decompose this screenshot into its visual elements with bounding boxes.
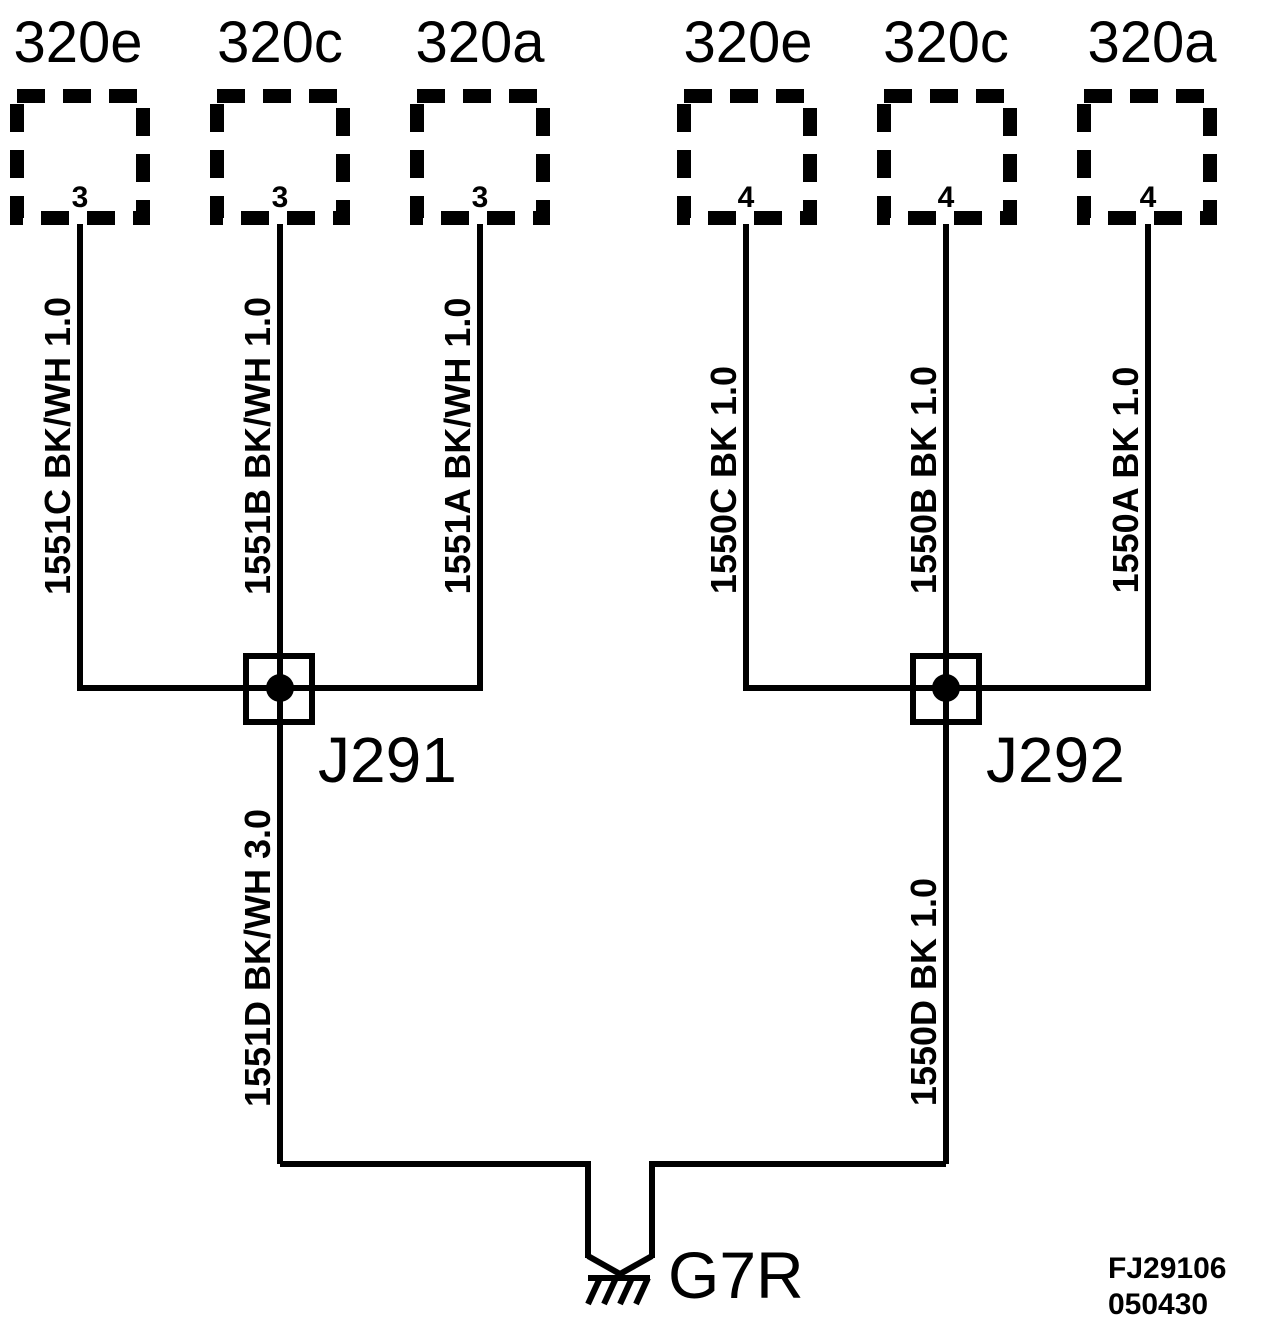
wire-label-1551a: 1551A BK/WH 1.0 — [437, 298, 478, 595]
wire-label-1550d: 1550D BK 1.0 — [903, 878, 944, 1106]
junction-label-j291: J291 — [318, 724, 457, 796]
pin-number: 4 — [1140, 181, 1157, 214]
pin-number: 4 — [738, 181, 755, 214]
wire-label-1550a: 1550A BK 1.0 — [1105, 367, 1146, 594]
pin-number: 3 — [272, 181, 289, 214]
figure-code-line1: FJ29106 — [1108, 1252, 1226, 1285]
wire-label-1551c: 1551C BK/WH 1.0 — [37, 297, 78, 595]
ground-icon — [585, 1253, 654, 1306]
connector-name-320c-right: 320c — [883, 10, 1009, 75]
connector-box-320a-right — [1077, 89, 1217, 225]
connector-name-320e-right: 320e — [683, 10, 812, 75]
wire-ground-left — [280, 1161, 591, 1258]
wire-label-1550c: 1550C BK 1.0 — [703, 366, 744, 594]
figure-code-line2: 050430 — [1108, 1288, 1208, 1321]
splice-dot-icon — [932, 674, 960, 702]
ground-label: G7R — [668, 1238, 804, 1312]
connector-box-320a-left — [410, 89, 550, 225]
pin-number: 3 — [72, 181, 89, 214]
wire-label-1551d: 1551D BK/WH 3.0 — [237, 809, 278, 1107]
connector-box-320e-right — [677, 89, 817, 225]
pin-number: 4 — [938, 181, 955, 214]
wire-label-1551b: 1551B BK/WH 1.0 — [237, 297, 278, 595]
splice-dot-icon — [266, 674, 294, 702]
connector-box-320c-right — [877, 89, 1017, 225]
connector-name-320a-left: 320a — [415, 10, 545, 75]
connector-name-320c-left: 320c — [217, 10, 343, 75]
pin-number: 3 — [472, 181, 489, 214]
connector-box-320c-left — [210, 89, 350, 225]
connector-name-320a-right: 320a — [1087, 10, 1217, 75]
wire-ground-right — [649, 1161, 946, 1258]
wire-label-1550b: 1550B BK 1.0 — [903, 366, 944, 594]
connector-box-320e-left — [10, 89, 150, 225]
connector-name-320e-left: 320e — [13, 10, 142, 75]
junction-label-j292: J292 — [986, 724, 1125, 796]
